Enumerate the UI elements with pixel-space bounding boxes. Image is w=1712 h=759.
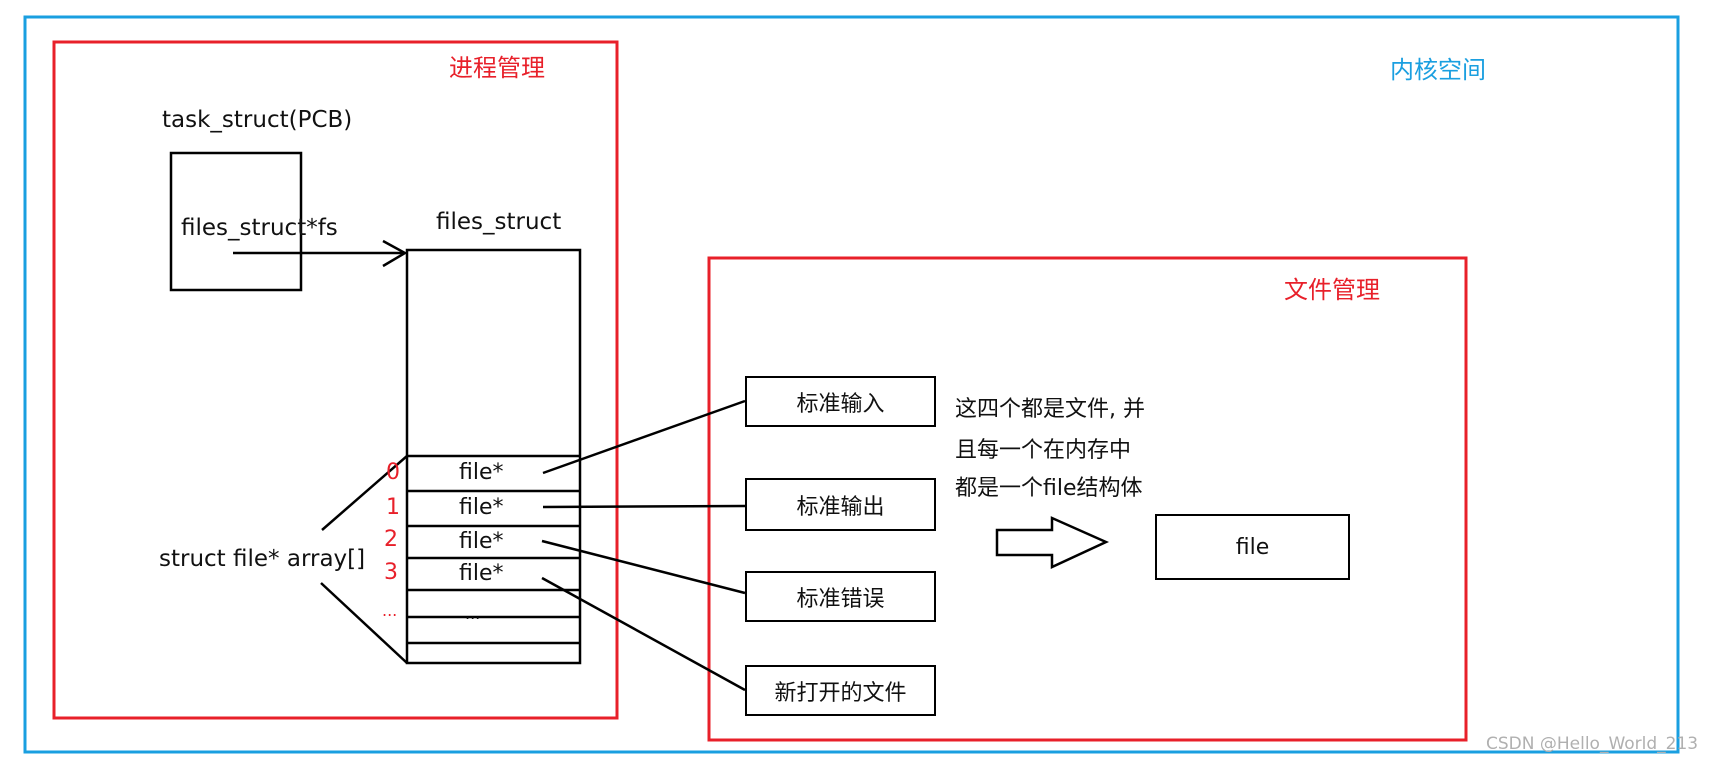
file-management-frame xyxy=(707,256,1468,742)
files-pointer-label: files_struct*fs xyxy=(181,215,338,241)
slot-index: ... xyxy=(382,601,398,620)
fs-pointer-arrow-head xyxy=(382,239,408,268)
task-struct-box xyxy=(169,151,303,292)
task-struct-label: task_struct(PCB) xyxy=(162,107,353,133)
array-brace-bottom xyxy=(320,582,408,664)
note-line: 这四个都是文件, 并 xyxy=(955,397,1145,422)
connector-stderr xyxy=(541,539,746,595)
slot-file-pointer: file* xyxy=(459,460,504,485)
kernel-space-label: 内核空间 xyxy=(1390,56,1486,84)
slot-file-pointer: file* xyxy=(459,495,504,520)
process-management-label: 进程管理 xyxy=(449,54,545,82)
note-line: 且每一个在内存中 xyxy=(955,438,1132,463)
new-file-box: 新打开的文件 xyxy=(745,665,936,716)
slot-index: 0 xyxy=(386,460,400,485)
note-line: 都是一个file结构体 xyxy=(955,476,1143,501)
array-label: struct file* array[] xyxy=(159,546,366,572)
slot-index: 3 xyxy=(384,560,398,585)
slot-ellipsis: ... xyxy=(465,604,481,623)
files-struct-label: files_struct xyxy=(436,209,562,235)
stdout-box: 标准输出 xyxy=(745,478,936,531)
slot-index: 1 xyxy=(386,495,400,520)
watermark: CSDN @Hello_World_213 xyxy=(1486,734,1699,754)
hollow-arrow xyxy=(995,516,1110,569)
slot-file-pointer: file* xyxy=(459,529,504,554)
slot-index: 2 xyxy=(384,527,398,552)
array-brace-top xyxy=(321,455,408,531)
connector-stdin xyxy=(542,399,746,475)
file-struct-box: file xyxy=(1155,514,1350,580)
kernel-space-frame xyxy=(23,15,1680,754)
file-management-label: 文件管理 xyxy=(1284,276,1380,304)
stderr-box: 标准错误 xyxy=(745,571,936,622)
stdin-box: 标准输入 xyxy=(745,376,936,427)
connector-new-file xyxy=(541,576,746,692)
process-management-frame xyxy=(52,40,619,720)
slot-file-pointer: file* xyxy=(459,561,504,586)
connector-stdout xyxy=(542,504,746,509)
